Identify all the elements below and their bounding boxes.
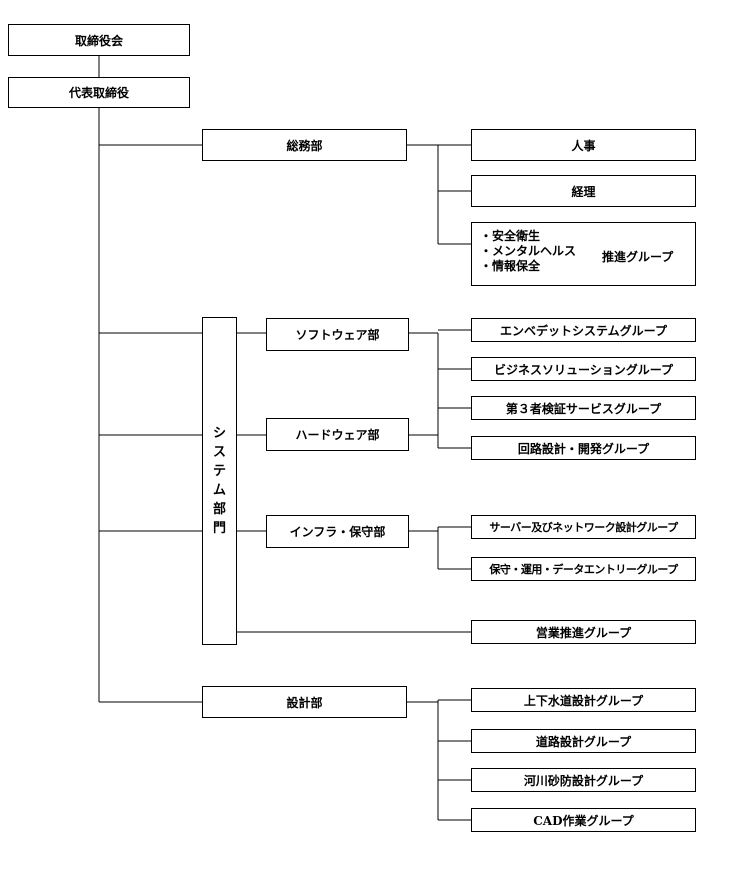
system-division-char: 門 — [212, 521, 226, 536]
software-dept-box: ソフトウェア部 — [266, 318, 409, 351]
committee-item: ・メンタルヘルス — [480, 244, 577, 258]
cad-group-box: CAD作業グループ — [471, 808, 696, 832]
system-division-char: テ — [212, 464, 226, 479]
server-network-group-box: サーバー及びネットワーク設計グループ — [471, 515, 696, 539]
water-sewer-group-box: 上下水道設計グループ — [471, 688, 696, 712]
committee-box — [471, 222, 696, 286]
maintenance-group-box: 保守・運用・データエントリーグループ — [471, 557, 696, 581]
third-party-verification-group-box: 第３者検証サービスグループ — [471, 396, 696, 420]
system-division-char: ス — [212, 445, 226, 460]
committee-item: ・情報保全 — [480, 259, 541, 273]
board-box: 取締役会 — [8, 24, 190, 56]
infra-dept-box: インフラ・保守部 — [266, 515, 409, 548]
system-division-char: 部 — [212, 502, 226, 517]
hr-box: 人事 — [471, 129, 696, 161]
committee-group-label: 推進グループ — [602, 250, 674, 264]
president-box: 代表取締役 — [8, 77, 190, 108]
accounting-box: 経理 — [471, 175, 696, 207]
sales-promotion-group-box: 営業推進グループ — [471, 620, 696, 644]
system-division-box: シ ス テ ム 部 門 — [202, 317, 237, 645]
business-solution-group-box: ビジネスソリューショングループ — [471, 357, 696, 381]
road-design-group-box: 道路設計グループ — [471, 729, 696, 753]
circuit-design-group-box: 回路設計・開発グループ — [471, 436, 696, 460]
design-dept-box: 設計部 — [202, 686, 407, 718]
system-division-char: ム — [212, 483, 226, 498]
general-affairs-box: 総務部 — [202, 129, 407, 161]
committee-item: ・安全衛生 — [480, 229, 541, 243]
committee-items: ・安全衛生 ・メンタルヘルス ・情報保全 — [480, 229, 576, 274]
embedded-group-box: エンベデットシステムグループ — [471, 318, 696, 342]
hardware-dept-box: ハードウェア部 — [266, 418, 409, 451]
river-sabo-group-box: 河川砂防設計グループ — [471, 768, 696, 792]
system-division-char: シ — [212, 426, 226, 441]
